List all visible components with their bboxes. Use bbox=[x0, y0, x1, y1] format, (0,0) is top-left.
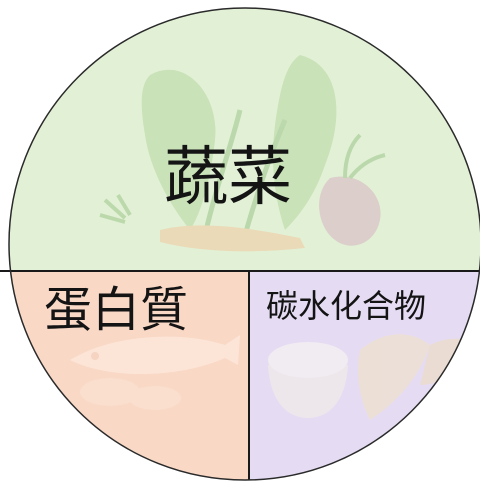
carbohydrates-label: 碳水化合物 bbox=[266, 287, 427, 325]
vegetables-label: 蔬菜 bbox=[164, 141, 292, 215]
carrot bbox=[160, 225, 305, 252]
leaf-stem bbox=[242, 119, 288, 236]
fish-body bbox=[70, 335, 240, 375]
vegetables-illustration bbox=[99, 55, 386, 252]
plate-outline bbox=[8, 7, 480, 481]
beet-leaves bbox=[343, 133, 386, 180]
rice bbox=[268, 342, 348, 378]
rice-and-corn-illustration bbox=[268, 334, 478, 420]
rice-bowl bbox=[268, 365, 348, 418]
seafood-illustration bbox=[70, 335, 240, 410]
leaf-left bbox=[141, 69, 216, 230]
leaf-stem bbox=[202, 109, 243, 236]
shrimp bbox=[80, 378, 140, 406]
shrimp bbox=[129, 386, 181, 410]
leaf-right bbox=[273, 55, 337, 230]
carrot-greens bbox=[99, 193, 132, 224]
corn bbox=[358, 334, 430, 420]
fish-eye bbox=[91, 352, 99, 360]
protein-label: 蛋白質 bbox=[44, 282, 189, 338]
beet bbox=[319, 176, 381, 246]
